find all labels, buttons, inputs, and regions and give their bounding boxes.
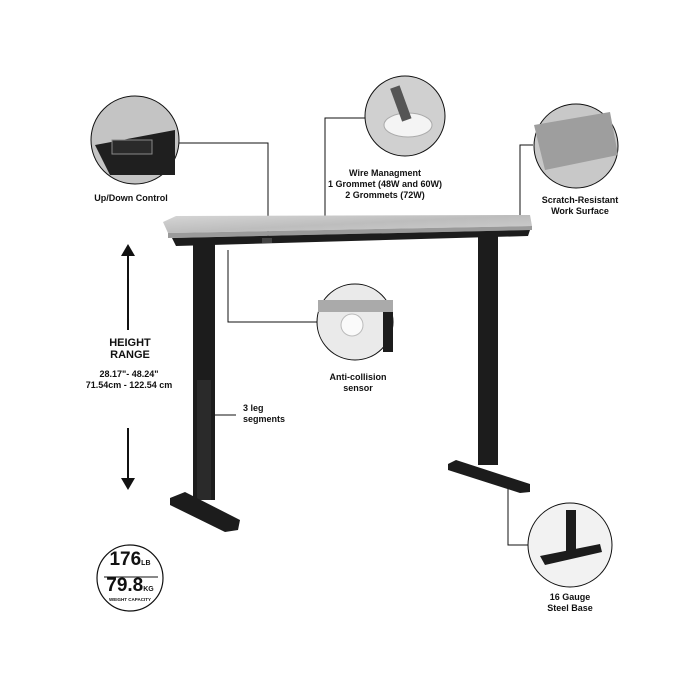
sensor-label: Anti-collision sensor xyxy=(315,372,401,394)
sensor-line: Anti-collision xyxy=(329,372,387,382)
height-values: 28.17"- 48.24" 71.54cm - 122.54 cm xyxy=(70,369,188,391)
capacity-kg-unit: KG xyxy=(143,586,154,593)
height-title: HEIGHT RANGE xyxy=(90,337,170,361)
height-arrow xyxy=(121,244,135,490)
surface-line: Scratch-Resistant xyxy=(541,195,619,205)
capacity-lb-value: 176 xyxy=(109,549,142,570)
capacity-badge xyxy=(96,544,164,612)
legs-line: 3 leg xyxy=(243,403,264,413)
height-title-line: HEIGHT xyxy=(109,337,151,349)
height-cm: 71.54cm - 122.54 cm xyxy=(85,380,173,390)
sensor-line: sensor xyxy=(343,383,373,393)
updown-label: Up/Down Control xyxy=(94,193,168,203)
wire-line: Wire Managment xyxy=(349,168,421,178)
height-inches: 28.17"- 48.24" xyxy=(99,369,159,379)
base-line: 16 Gauge xyxy=(549,592,591,602)
base-line: Steel Base xyxy=(547,603,593,613)
surface-label: Scratch-Resistant Work Surface xyxy=(535,195,625,217)
leader-lines xyxy=(175,117,533,546)
height-title-line: RANGE xyxy=(110,349,150,361)
wire-label: Wire Managment 1 Grommet (48W and 60W) 2… xyxy=(320,168,450,201)
wire-line: 1 Grommet (48W and 60W) xyxy=(327,179,443,189)
surface-line: Work Surface xyxy=(551,206,609,216)
capacity-kg: 79.8KG xyxy=(100,576,160,600)
desk xyxy=(163,215,532,532)
wire-line: 2 Grommets (72W) xyxy=(345,190,425,200)
capacity-lb-unit: LB xyxy=(141,560,151,567)
base-label: 16 Gauge Steel Base xyxy=(540,592,600,614)
legs-line: segments xyxy=(243,414,286,424)
capacity-kg-value: 79.8 xyxy=(106,575,144,596)
capacity-caption: WEIGHT CAPACITY xyxy=(109,597,151,602)
capacity-lb: 176LB xyxy=(100,550,160,574)
legs-label: 3 leg segments xyxy=(243,403,285,425)
